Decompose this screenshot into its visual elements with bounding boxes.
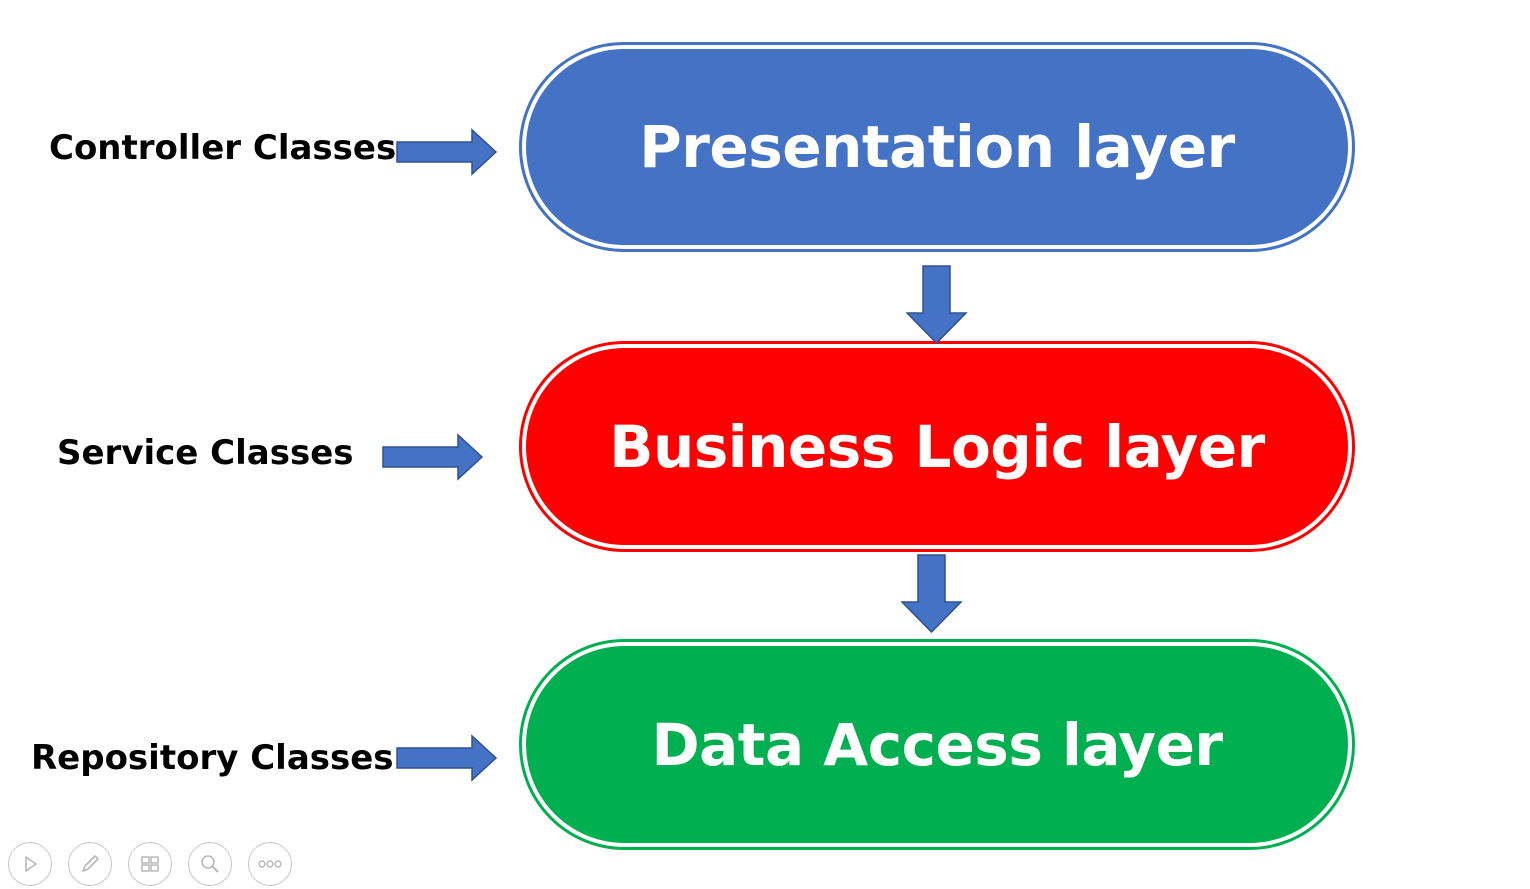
controller-classes-label: Controller Classes bbox=[49, 128, 397, 168]
data-access-layer-label: Data Access layer bbox=[651, 710, 1223, 779]
right-arrow-controller bbox=[396, 128, 498, 176]
pen-icon[interactable] bbox=[68, 842, 112, 886]
presentation-layer: Presentation layer bbox=[519, 42, 1355, 252]
business-logic-layer-label: Business Logic layer bbox=[609, 412, 1265, 481]
data-access-layer: Data Access layer bbox=[519, 639, 1355, 850]
repository-classes-label: Repository Classes bbox=[31, 738, 394, 778]
play-icon[interactable] bbox=[8, 842, 52, 886]
zoom-icon[interactable] bbox=[188, 842, 232, 886]
right-arrow-service bbox=[382, 433, 484, 481]
service-classes-label: Service Classes bbox=[57, 433, 354, 473]
down-arrow-business-to-data bbox=[901, 554, 963, 634]
slideshow-toolbar bbox=[8, 842, 292, 886]
business-logic-layer: Business Logic layer bbox=[519, 341, 1355, 552]
more-icon[interactable] bbox=[248, 842, 292, 886]
slides-icon[interactable] bbox=[128, 842, 172, 886]
right-arrow-repository bbox=[396, 734, 498, 782]
down-arrow-presentation-to-business bbox=[906, 265, 968, 345]
presentation-layer-label: Presentation layer bbox=[639, 113, 1235, 181]
